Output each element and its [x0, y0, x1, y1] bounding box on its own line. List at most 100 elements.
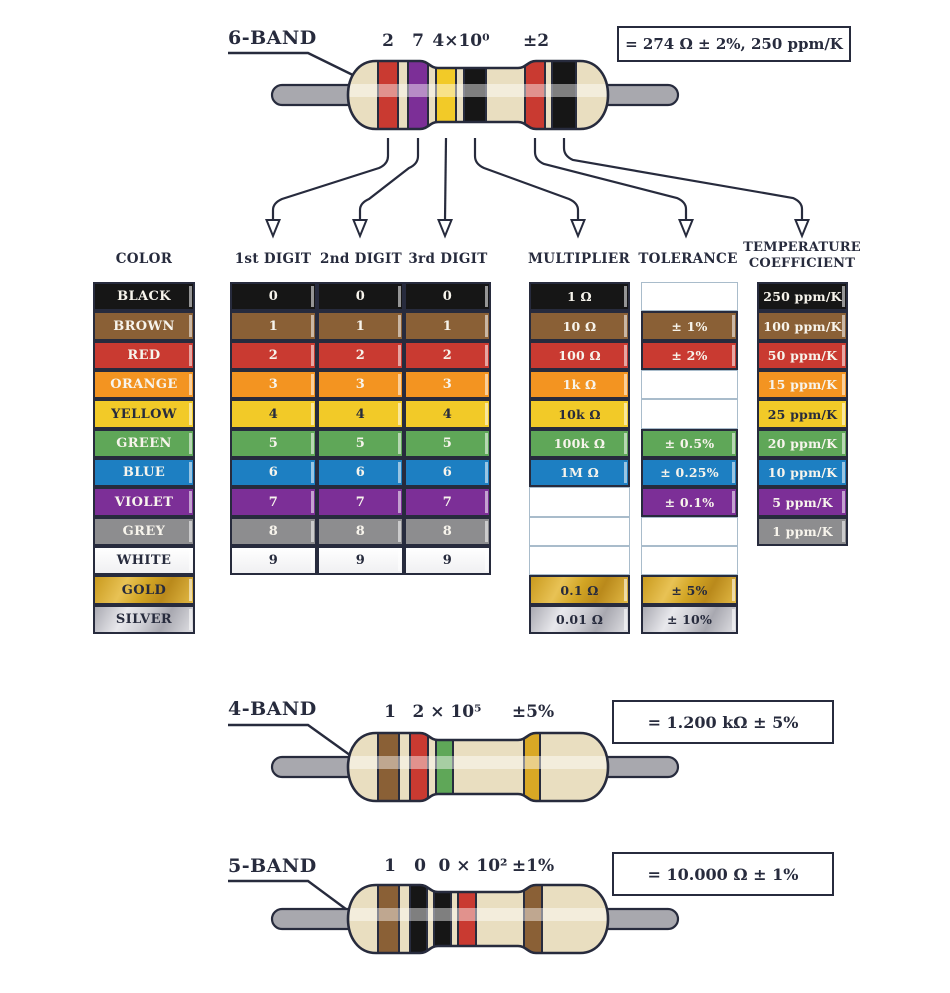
- band-red-digit1: [377, 61, 399, 129]
- digit-row-grey: 8 8 8: [230, 516, 491, 547]
- six-band-value-2: 7: [412, 31, 424, 51]
- band-red-digit2: [409, 733, 429, 801]
- digit-cell: 3: [317, 370, 404, 400]
- tempco-cell-brown: 100 ppm/K: [757, 311, 848, 341]
- multiplier-cell-black: 1 Ω: [529, 282, 630, 312]
- digit-row-white: 9 9 9: [230, 546, 491, 576]
- five-band-value-2: 0: [414, 856, 426, 876]
- multiplier-cell-gold: 0.1 Ω: [529, 575, 630, 605]
- digit-cell: 0: [230, 282, 317, 312]
- header-temperature-coefficient: TEMPERATURE COEFFICIENT: [743, 240, 861, 271]
- digit-row-black: 0 0 0: [230, 282, 491, 312]
- band-red-multiplier: [457, 885, 477, 953]
- multiplier-cell-orange: 1k Ω: [529, 370, 630, 400]
- six-band-result-box: = 274 Ω ± 2%, 250 ppm/K: [617, 26, 851, 62]
- color-cell-brown: BROWN: [93, 311, 195, 341]
- six-band-pointer: [228, 51, 362, 81]
- digit-cell: 8: [404, 516, 491, 547]
- band-violet-digit2: [407, 61, 429, 129]
- digit-cell: 2: [404, 340, 491, 371]
- digit-cell: 4: [230, 399, 317, 429]
- digit-cell: 2: [230, 340, 317, 371]
- color-cell-silver: SILVER: [93, 604, 195, 635]
- band-black-multiplier: [463, 61, 487, 129]
- tolerance-cell-gold: ± 5%: [641, 575, 738, 605]
- digit-row-green: 5 5 5: [230, 428, 491, 459]
- color-cell-grey: GREY: [93, 516, 195, 547]
- six-band-value-3: 4×10⁰: [432, 31, 490, 51]
- digit-cell: 6: [230, 458, 317, 488]
- color-cell-green: GREEN: [93, 428, 195, 459]
- band-black-digit2: [409, 885, 428, 953]
- band-gold-tolerance: [523, 733, 541, 801]
- multiplier-cell-blue: 1M Ω: [529, 458, 630, 488]
- digit-cell: 8: [230, 516, 317, 547]
- arrowhead-digit2: [352, 219, 368, 239]
- digit-table: 0 0 0 1 1 1 2 2 2 3 3 3 4 4 4 5 5 5 6 6 …: [230, 282, 491, 576]
- tolerance-column: ± 1% ± 2% ± 0.5% ± 0.25% ± 0.1% ± 5% ± 1…: [641, 282, 738, 635]
- digit-cell: 7: [230, 487, 317, 517]
- arrowhead-multiplier: [570, 219, 586, 239]
- multiplier-cell-brown: 10 Ω: [529, 311, 630, 341]
- tempco-cell-orange: 15 ppm/K: [757, 370, 848, 400]
- tolerance-cell-yellow-blank: [641, 399, 738, 429]
- tolerance-cell-grey-blank: [641, 516, 738, 547]
- tempco-cell-black: 250 ppm/K: [757, 282, 848, 312]
- pointer-line: [228, 723, 362, 764]
- resistor-outline: [346, 731, 610, 803]
- digit-row-red: 2 2 2: [230, 340, 491, 371]
- tempco-cell-red: 50 ppm/K: [757, 340, 848, 371]
- arrow-digit3: [443, 137, 448, 221]
- tolerance-cell-orange-blank: [641, 370, 738, 400]
- tolerance-cell-silver: ± 10%: [641, 604, 738, 635]
- multiplier-cell-yellow: 10k Ω: [529, 399, 630, 429]
- digit-cell: 3: [230, 370, 317, 400]
- four-band-value-1: 1: [384, 702, 396, 722]
- six-band-value-4: ±2: [522, 31, 550, 51]
- arrowhead-digit1: [265, 219, 281, 239]
- band-red-tolerance: [524, 61, 546, 129]
- digit-cell: 5: [230, 428, 317, 459]
- digit-cell: 1: [230, 311, 317, 341]
- tempco-cell-violet: 5 ppm/K: [757, 487, 848, 517]
- multiplier-cell-silver: 0.01 Ω: [529, 604, 630, 635]
- header-temp-line1: TEMPERATURE: [743, 240, 861, 255]
- tempco-cell-green: 20 ppm/K: [757, 428, 848, 459]
- header-temp-line2: COEFFICIENT: [748, 255, 856, 271]
- five-band-result-box: = 10.000 Ω ± 1%: [612, 852, 834, 896]
- band-brown-digit1: [377, 885, 400, 953]
- band-black-tempco: [551, 61, 577, 129]
- header-multiplier: MULTIPLIER: [528, 251, 630, 267]
- multiplier-cell-red: 100 Ω: [529, 340, 630, 371]
- arrow-tolerance: [533, 138, 688, 220]
- resistor-outline: [346, 883, 610, 955]
- digit-cell: 5: [404, 428, 491, 459]
- body-highlight: [348, 84, 608, 97]
- digit-cell: 6: [317, 458, 404, 488]
- tolerance-cell-black-blank: [641, 282, 738, 312]
- tolerance-cell-white-blank: [641, 546, 738, 576]
- arrow-digit1: [271, 138, 390, 220]
- digit-row-orange: 3 3 3: [230, 370, 491, 400]
- multiplier-cell-violet-blank: [529, 487, 630, 517]
- digit-cell: 9: [404, 546, 491, 576]
- five-band-resistor: [270, 883, 680, 955]
- digit-cell: 9: [230, 546, 317, 576]
- band-to-column-arrows: [265, 137, 810, 239]
- band-black-digit3: [433, 885, 452, 953]
- four-band-resistor: [270, 731, 680, 803]
- five-band-value-1: 1: [384, 856, 396, 876]
- four-band-value-3: ±5%: [511, 702, 555, 722]
- band-brown-digit1: [377, 733, 400, 801]
- arrow-tempco: [562, 138, 804, 220]
- pointer-line: [228, 51, 362, 81]
- five-band-result: = 10.000 Ω ± 1%: [647, 864, 799, 884]
- digit-cell: 6: [404, 458, 491, 488]
- arrow-multiplier: [473, 138, 580, 220]
- digit-cell: 1: [404, 311, 491, 341]
- tolerance-cell-violet: ± 0.1%: [641, 487, 738, 517]
- digit-cell: 5: [317, 428, 404, 459]
- four-band-label: 4-BAND: [228, 698, 317, 720]
- arrowhead-tolerance: [678, 219, 694, 239]
- band-green-multiplier: [435, 733, 454, 801]
